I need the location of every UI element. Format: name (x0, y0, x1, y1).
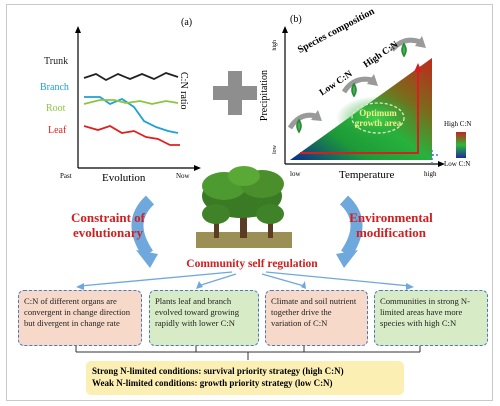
panel-b-x-tick-high: high (424, 170, 437, 178)
red-boundary-arrow (300, 68, 419, 154)
panel-a-x-arrow (194, 165, 201, 171)
environmental-label: Environmental modification (349, 210, 433, 240)
finding-box-3: Climate and soil nutrient together drive… (265, 290, 368, 346)
series-line-leaf (83, 125, 180, 146)
panel-a-x-tick-past: Past (60, 172, 72, 180)
legend-leaf: Leaf (48, 125, 67, 136)
constraint-label: Constraint of evolutionary (70, 210, 146, 240)
color-bar (456, 132, 466, 158)
series-line-trunk (83, 72, 179, 82)
tree-illustration (196, 166, 292, 248)
panel-b-label: (b) (290, 14, 302, 25)
legend-trunk: Trunk (44, 56, 69, 67)
series-line-root (83, 99, 179, 105)
optimum-growth-label: Optimum growth area (354, 108, 402, 128)
panel-b-x-axis-label: Temperature (339, 169, 395, 181)
conclusion-line-2: Weak N-limited conditions: growth priori… (92, 378, 333, 388)
colorbar-low-label: Low C:N (444, 160, 471, 168)
conclusion-line-1: Strong N-limited conditions: survival pr… (92, 366, 344, 376)
conclusion-box: Strong N-limited conditions: survival pr… (86, 361, 404, 395)
community-label: Community self regulation (186, 258, 318, 270)
finding-box-1: C:N of different organs are convergent i… (18, 290, 142, 346)
right-curve-arrow (339, 195, 363, 258)
legend-root: Root (46, 103, 66, 114)
colorbar-high-label: High C:N (444, 120, 472, 128)
figure-frame (6, 4, 493, 401)
panel-a-y-axis-label: C:N ratio (178, 72, 189, 110)
conclusion-bracket (75, 346, 421, 360)
panel-b-x-tick-low: low (290, 170, 301, 178)
finding-box-2: Plants leaf and branch evolved toward gr… (149, 290, 259, 346)
panel-a-x-axis-label: Evolution (102, 172, 146, 184)
panel-b-y-tick-low: low (272, 145, 278, 154)
panel-b-y-tick-high: high (272, 40, 278, 51)
panel-b-y-axis-label: Precipitation (259, 70, 270, 122)
panel-a-y-arrow (75, 26, 81, 33)
plus-symbol (213, 71, 257, 115)
panel-a-label: (a) (181, 17, 193, 28)
finding-box-4: Communities in strong N-limited areas ha… (374, 290, 488, 346)
curved-arrows (287, 37, 421, 130)
left-curve-arrow (131, 195, 155, 258)
legend-branch: Branch (40, 82, 69, 93)
sprout-icons (296, 42, 407, 134)
panel-a-x-tick-now: Now (176, 172, 190, 180)
branch-arrows (79, 271, 411, 287)
